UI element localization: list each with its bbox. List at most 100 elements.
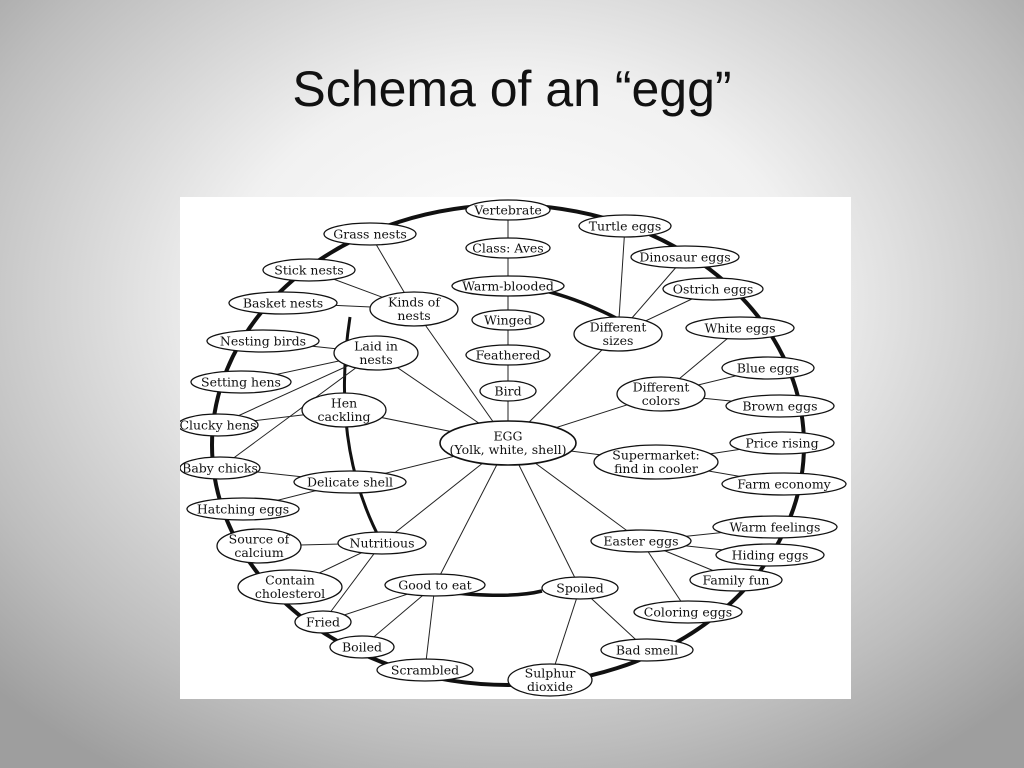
- node-outline: [333, 335, 419, 371]
- node-outline: [294, 610, 352, 634]
- node-outline: [293, 470, 407, 494]
- node-warm-feelings: Warm feelings: [712, 515, 838, 539]
- node-label: Feathered: [476, 347, 541, 362]
- node-dinosaur-eggs: Dinosaur eggs: [630, 245, 740, 269]
- node-label: Scrambled: [391, 662, 459, 677]
- node-outline: [301, 392, 387, 428]
- node-stick-nests: Stick nests: [262, 258, 356, 282]
- node-outline: [712, 515, 838, 539]
- node-outline: [262, 258, 356, 282]
- node-white-eggs: White eggs: [685, 316, 795, 340]
- node-label: Setting hens: [201, 374, 281, 389]
- node-hiding-eggs: Hiding eggs: [715, 543, 825, 567]
- node-coloring-eggs: Coloring eggs: [633, 600, 743, 624]
- node-outline: [329, 635, 395, 659]
- node-blue-eggs: Blue eggs: [721, 356, 815, 380]
- node-outline: [573, 316, 663, 352]
- node-ostrich-eggs: Ostrich eggs: [662, 277, 764, 301]
- node-outline: [180, 413, 259, 437]
- connector-good_to_eat-center: [434, 442, 509, 586]
- node-outline: [471, 309, 545, 331]
- node-label: Turtle eggs: [589, 218, 662, 233]
- node-label: Kinds of: [388, 295, 441, 310]
- node-label: Warm feelings: [730, 519, 821, 534]
- node-turtle-eggs: Turtle eggs: [578, 214, 672, 238]
- node-label: Nesting birds: [220, 333, 306, 348]
- node-outline: [465, 344, 551, 366]
- node-label: nests: [359, 352, 392, 367]
- node-label: Stick nests: [274, 262, 343, 277]
- node-delicate-shell: Delicate shell: [293, 470, 407, 494]
- node-outline: [237, 569, 343, 605]
- node-label: dioxide: [527, 679, 573, 694]
- node-label: Hiding eggs: [732, 547, 809, 562]
- node-outline: [465, 237, 551, 259]
- node-winged: Winged: [471, 309, 545, 331]
- connector-coloring_eggs-easter_eggs: [640, 540, 689, 613]
- node-label: Spoiled: [556, 580, 604, 595]
- node-nutritious: Nutritious: [337, 531, 427, 555]
- node-label: Contain: [265, 573, 315, 588]
- node-brown-eggs: Brown eggs: [725, 394, 835, 418]
- node-label: Brown eggs: [742, 398, 817, 413]
- node-outline: [729, 431, 835, 455]
- node-label: Different: [590, 320, 647, 335]
- node-outline: [206, 329, 320, 353]
- node-label: (Yolk, white, shell): [450, 442, 567, 457]
- node-outline: [439, 420, 577, 466]
- node-class-aves: Class: Aves: [465, 237, 551, 259]
- connector-kinds_of_nests-center: [413, 308, 509, 444]
- node-outline: [376, 658, 474, 682]
- node-outline: [715, 543, 825, 567]
- node-label: Boiled: [342, 639, 382, 654]
- node-outline: [337, 531, 427, 555]
- node-label: Clucky hens: [180, 417, 257, 432]
- node-label: Fried: [306, 614, 340, 629]
- node-farm-economy: Farm economy: [721, 472, 847, 496]
- node-nesting-birds: Nesting birds: [206, 329, 320, 353]
- node-label: Hatching eggs: [197, 501, 289, 516]
- node-outline: [689, 568, 783, 592]
- node-label: Hen: [331, 396, 357, 411]
- node-label: colors: [642, 393, 680, 408]
- connector-fried-nutritious: [322, 542, 383, 623]
- node-outline: [721, 472, 847, 496]
- node-outline: [451, 275, 565, 297]
- node-label: Sulphur: [525, 666, 576, 681]
- node-label: cackling: [317, 409, 370, 424]
- node-label: Good to eat: [398, 577, 471, 592]
- node-label: EGG: [493, 429, 522, 444]
- node-good-to-eat: Good to eat: [384, 573, 486, 597]
- node-label: find in cooler: [614, 461, 698, 476]
- connector-spoiled-center: [507, 442, 581, 589]
- node-label: Coloring eggs: [644, 604, 732, 619]
- node-feathered: Feathered: [465, 344, 551, 366]
- node-hatching-eggs: Hatching eggs: [186, 497, 300, 521]
- node-label: sizes: [603, 333, 634, 348]
- node-label: Ostrich eggs: [673, 281, 754, 296]
- node-outline: [630, 245, 740, 269]
- node-label: Easter eggs: [603, 533, 678, 548]
- node-easter-eggs: Easter eggs: [590, 529, 692, 553]
- node-label: Warm-blooded: [462, 278, 554, 293]
- node-label: Baby chicks: [182, 460, 258, 475]
- node-outline: [216, 528, 302, 564]
- node-spoiled: Spoiled: [541, 576, 619, 600]
- node-label: Family fun: [703, 572, 770, 587]
- node-label: Laid in: [354, 339, 398, 354]
- node-label: Grass nests: [333, 226, 407, 241]
- node-label: Source of: [229, 532, 291, 547]
- node-outline: [479, 380, 537, 402]
- node-label: Price rising: [745, 435, 818, 450]
- node-boiled: Boiled: [329, 635, 395, 659]
- node-outline: [590, 529, 692, 553]
- node-scrambled: Scrambled: [376, 658, 474, 682]
- node-label: cholesterol: [255, 586, 325, 601]
